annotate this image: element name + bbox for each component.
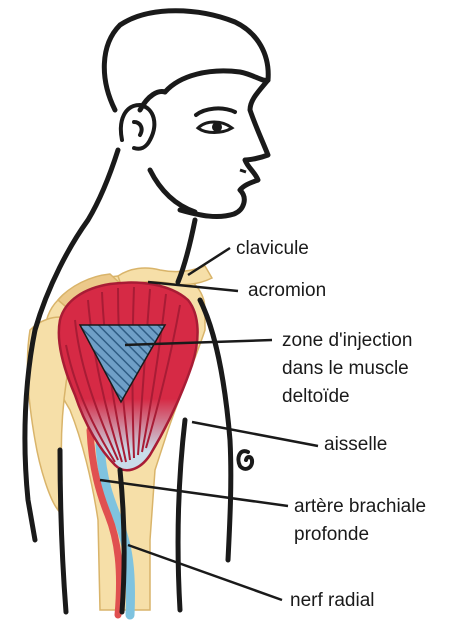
label-injection-zone-line-3: deltoïde xyxy=(282,384,350,410)
nose-mark xyxy=(240,170,246,172)
label-injection-zone-line-1: zone d'injection xyxy=(282,328,412,354)
leader-line-clavicle xyxy=(188,248,230,275)
eye-icon xyxy=(196,108,235,132)
label-nerve: nerf radial xyxy=(290,588,375,614)
leader-line-armpit xyxy=(192,422,318,446)
label-clavicle: clavicule xyxy=(236,236,309,262)
leader-line-nerve xyxy=(128,545,282,600)
label-injection-zone-line-2: dans le muscle xyxy=(282,356,409,382)
armpit-hair-mark xyxy=(238,451,252,469)
ear-icon xyxy=(121,105,154,149)
label-armpit: aisselle xyxy=(324,432,387,458)
label-artery-line-1: artère brachiale xyxy=(294,494,426,520)
label-artery-line-2: profonde xyxy=(294,522,369,548)
label-acromion: acromion xyxy=(248,278,326,304)
